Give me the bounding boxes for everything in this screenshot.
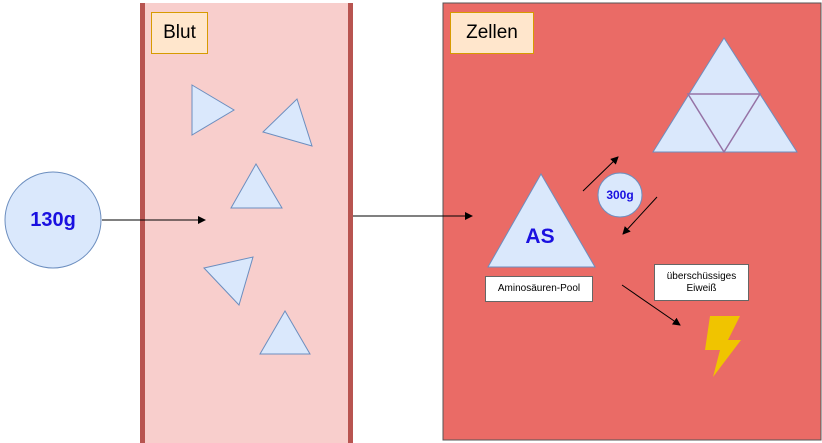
- blood-region: [142, 3, 351, 443]
- excess-protein-line2: Eiweiß: [686, 282, 717, 294]
- amino-acid-pool-label: Aminosäuren-Pool: [485, 276, 593, 302]
- pool-amount: 300g: [606, 188, 634, 202]
- amino-acid-pool-triangle: [487, 172, 596, 268]
- excess-protein-line1: überschüssiges: [666, 270, 737, 282]
- excess-protein-label: überschüssiges Eiweiß: [654, 264, 749, 301]
- cells-region: [442, 2, 822, 441]
- intake-amount: 130g: [30, 208, 76, 231]
- protein-structure: [652, 37, 798, 154]
- pool-abbrev: AS: [525, 225, 555, 248]
- blood-wall-right: [348, 3, 353, 443]
- amino-acid-triangle: [230, 163, 283, 209]
- breakdown-arrow: [622, 196, 658, 235]
- cells-label: Zellen: [450, 12, 534, 54]
- amino-acid-triangle: [259, 310, 311, 355]
- intake-circle: [4, 171, 102, 269]
- blood-label: Blut: [151, 12, 208, 54]
- blood-wall-left: [140, 3, 145, 443]
- excess-arrow: [621, 284, 681, 326]
- pool-amount-circle: [597, 172, 643, 218]
- amino-acid-triangle: [191, 84, 235, 136]
- amino-acid-pool-text: Aminosäuren-Pool: [497, 283, 581, 294]
- amino-acid-triangle: [262, 98, 313, 147]
- synthesis-arrow: [582, 156, 619, 192]
- amino-acid-triangle: [203, 256, 254, 306]
- lightning-bolt-icon: [705, 316, 741, 377]
